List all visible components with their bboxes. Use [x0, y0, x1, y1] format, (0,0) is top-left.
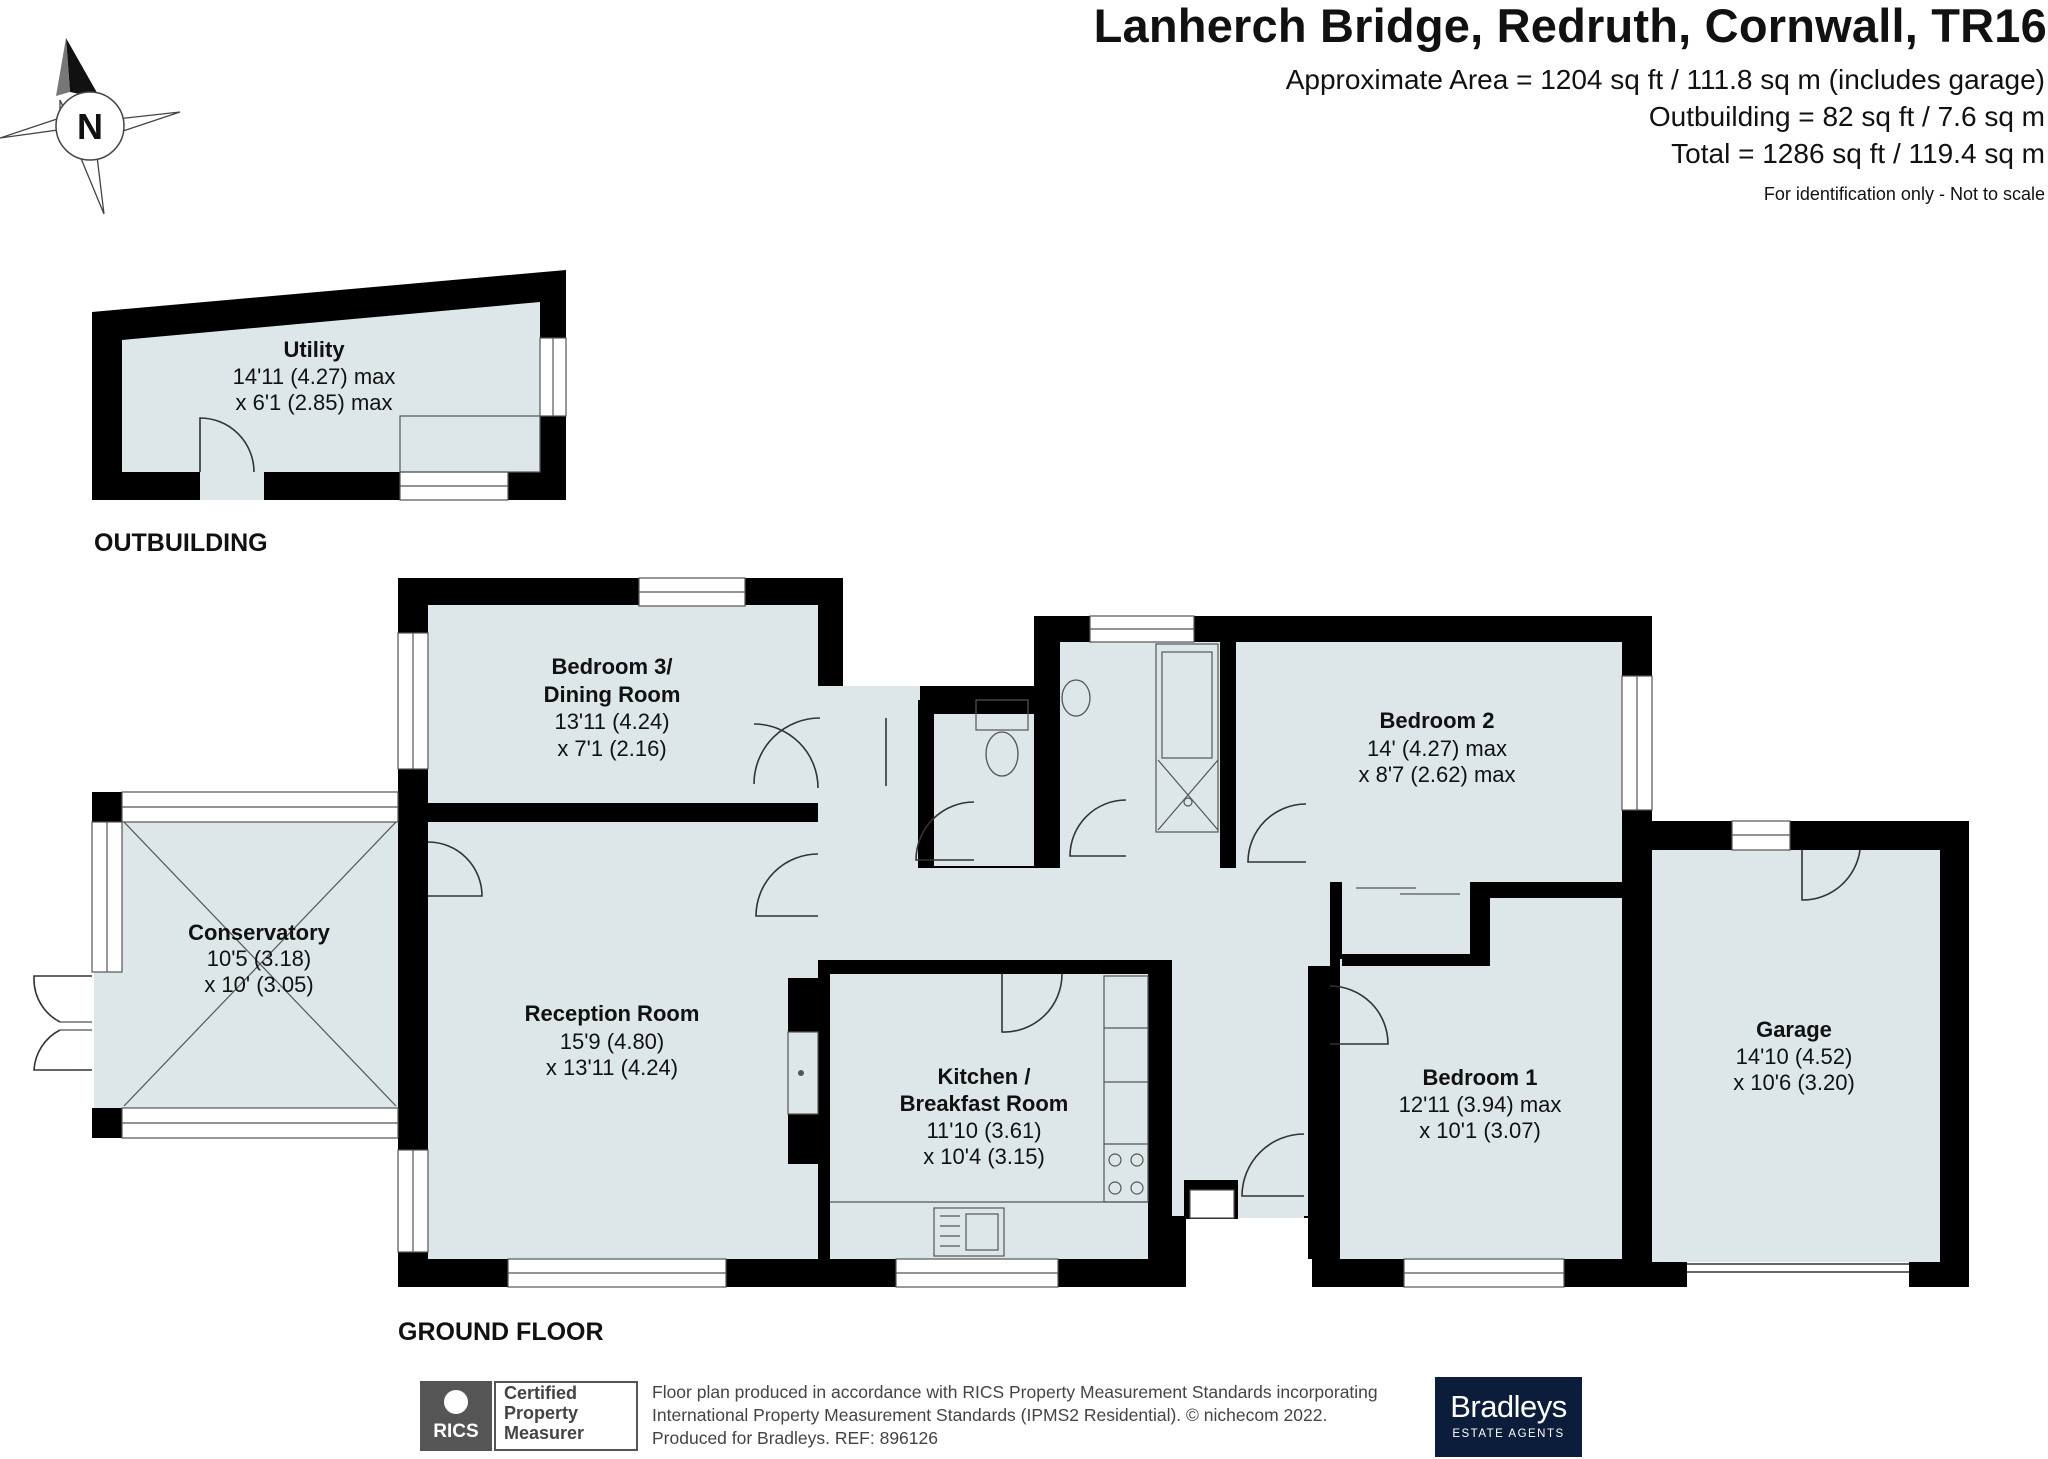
- bedroom3-name-line1: Bedroom 3/: [551, 654, 672, 679]
- compass-north-label: N: [77, 106, 103, 147]
- kitchen-name-line1: Kitchen /: [938, 1064, 1031, 1089]
- compass-rose-icon: N: [0, 38, 181, 215]
- footer-line1: Floor plan produced in accordance with R…: [652, 1382, 1378, 1402]
- not-to-scale-note: For identification only - Not to scale: [1763, 184, 2045, 204]
- bedroom1-name: Bedroom 1: [1423, 1065, 1538, 1090]
- utility-room-dim-length: 14'11 (4.27) max: [233, 364, 396, 389]
- garage-dim-width: x 10'6 (3.20): [1733, 1070, 1855, 1095]
- utility-room-name: Utility: [283, 337, 345, 362]
- bedroom1-dim-width: x 10'1 (3.07): [1419, 1118, 1541, 1143]
- rics-logo-word: RICS: [433, 1421, 479, 1442]
- kitchen-dim-length: 11'10 (3.61): [926, 1118, 1041, 1143]
- property-address-title: Lanherch Bridge, Redruth, Cornwall, TR16: [1093, 0, 2047, 52]
- ground-floor-label: GROUND FLOOR: [398, 1318, 604, 1346]
- bedroom3-dim-width: x 7'1 (2.16): [557, 736, 666, 761]
- kitchen-dim-width: x 10'4 (3.15): [923, 1144, 1045, 1169]
- kitchen-name-line2: Breakfast Room: [900, 1091, 1069, 1116]
- bedroom3-dim-length: 13'11 (4.24): [554, 709, 669, 734]
- total-area-text: Total = 1286 sq ft / 119.4 sq m: [1671, 138, 2045, 169]
- conservatory-name: Conservatory: [188, 920, 331, 945]
- rics-certified-badge: RICS Certified Property Measurer: [420, 1381, 638, 1451]
- outbuilding-floor-label: OUTBUILDING: [94, 529, 268, 557]
- ground-floor-plan: [33, 577, 1969, 1288]
- bedroom2-dim-length: 14' (4.27) max: [1367, 736, 1507, 761]
- reception-dim-length: 15'9 (4.80): [560, 1029, 665, 1054]
- bedroom3-name-line2: Dining Room: [544, 682, 681, 707]
- outbuilding-plan: Utility 14'11 (4.27) max x 6'1 (2.85) ma…: [92, 270, 567, 501]
- bradleys-logo: Bradleys ESTATE AGENTS: [1435, 1377, 1582, 1457]
- footer-disclaimer: Floor plan produced in accordance with R…: [652, 1381, 1378, 1450]
- room-labels: Bedroom 3/ Dining Room 13'11 (4.24) x 7'…: [188, 654, 1855, 1169]
- utility-room-dim-width: x 6'1 (2.85) max: [235, 390, 392, 415]
- conservatory-dim-width: x 10' (3.05): [204, 972, 313, 997]
- approximate-area-text: Approximate Area = 1204 sq ft / 111.8 sq…: [1285, 64, 2045, 95]
- brand-name: Bradleys: [1450, 1389, 1567, 1424]
- rics-emblem-icon: [444, 1390, 468, 1414]
- footer-line3: Produced for Bradleys. REF: 896126: [652, 1428, 938, 1448]
- certified-property-measurer-box: Certified Property Measurer: [494, 1381, 638, 1451]
- outbuilding-area-text: Outbuilding = 82 sq ft / 7.6 sq m: [1648, 101, 2045, 132]
- cert-line1: Certified: [504, 1383, 578, 1403]
- bedroom2-name: Bedroom 2: [1380, 708, 1495, 733]
- reception-dim-width: x 13'11 (4.24): [546, 1055, 678, 1080]
- conservatory-dim-length: 10'5 (3.18): [207, 946, 312, 971]
- bedroom2-dim-width: x 8'7 (2.62) max: [1358, 762, 1515, 787]
- footer-line2: International Property Measurement Stand…: [652, 1405, 1328, 1425]
- cert-line3: Measurer: [504, 1423, 585, 1443]
- cert-line2: Property: [504, 1403, 579, 1423]
- garage-dim-length: 14'10 (4.52): [1736, 1044, 1853, 1069]
- rics-logo: RICS: [420, 1381, 492, 1451]
- garage-name: Garage: [1756, 1017, 1832, 1042]
- bedroom1-dim-length: 12'11 (3.94) max: [1399, 1092, 1562, 1117]
- reception-name: Reception Room: [525, 1001, 700, 1026]
- brand-subtitle: ESTATE AGENTS: [1452, 1428, 1565, 1440]
